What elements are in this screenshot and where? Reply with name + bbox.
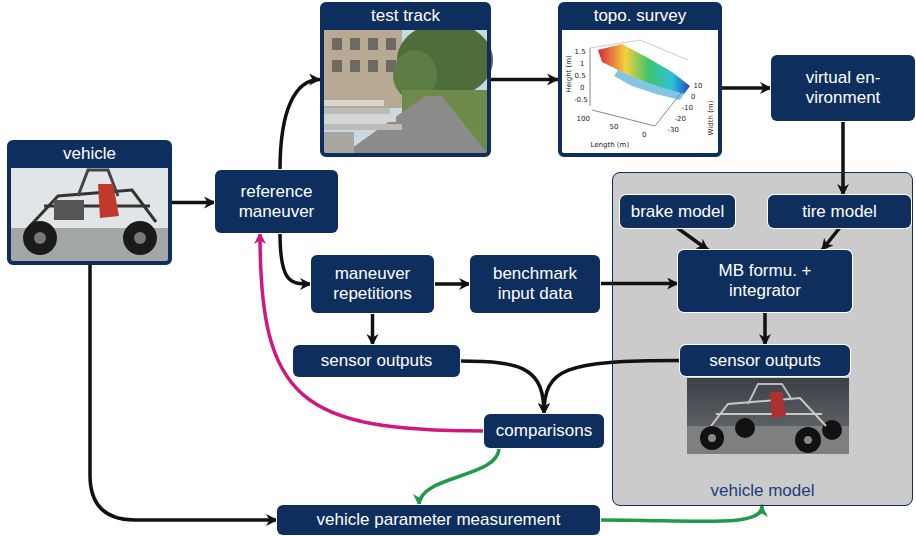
axis-label: 100: [577, 115, 590, 123]
node-label: MB formu. + integrator: [684, 261, 846, 301]
process-box: benchmark input data: [470, 255, 600, 313]
flow-arrow: [371, 313, 375, 345]
node-label: virtual en- vironment: [777, 68, 909, 108]
axis-label: 0: [691, 93, 695, 101]
node-label: sensor outputs: [321, 351, 433, 371]
photo-box: test track: [320, 2, 491, 157]
process-box: sensor outputs: [680, 345, 850, 376]
process-box: tire model: [768, 195, 911, 228]
flow-arrow: [419, 448, 499, 505]
flow-arrow: [460, 361, 544, 414]
process-box: maneuver repetitions: [311, 255, 434, 313]
axis-label: 50: [610, 123, 619, 131]
flow-arrow: [260, 233, 484, 431]
node-label: tire model: [802, 202, 877, 222]
node-label: topo. survey: [562, 6, 718, 30]
topo-plot: [562, 28, 718, 153]
flow-arrow: [678, 228, 709, 250]
panel-ground: [612, 172, 913, 506]
axis-label: -30: [668, 126, 679, 134]
node-label: benchmark input data: [476, 264, 594, 304]
process-box: virtual en- vironment: [771, 55, 915, 121]
flow-arrow: [722, 86, 771, 90]
axis-label: Length (m): [591, 141, 630, 149]
process-box: sensor outputs: [293, 345, 460, 377]
node-label: maneuver repetitions: [317, 264, 428, 304]
flow-arrow: [280, 80, 320, 171]
flow-arrow: [600, 506, 762, 521]
flow-arrow: [763, 312, 767, 345]
flow-arrow: [491, 78, 558, 82]
track-photo: [324, 22, 493, 153]
vehicle-render: [687, 378, 849, 454]
axis-label: 0.5: [575, 72, 586, 80]
vehicle-photo: [11, 166, 168, 261]
process-box: vehicle parameter measurement: [277, 505, 600, 535]
flow-arrow: [172, 201, 215, 205]
axis-label: 0: [580, 84, 584, 92]
axis-label: Height (m): [565, 55, 573, 93]
node-label: sensor outputs: [709, 351, 821, 371]
flow-arrow: [841, 121, 845, 195]
axis-label: 1: [580, 60, 584, 68]
axis-label: -20: [675, 115, 686, 123]
node-label: brake model: [631, 202, 725, 222]
process-box: comparisons: [484, 414, 604, 448]
node-label: vehicle parameter measurement: [317, 510, 561, 530]
node-label: test track: [324, 6, 487, 30]
process-box: brake model: [620, 195, 735, 228]
model-panel: vehicle model brake model tire model MB for…: [612, 172, 913, 506]
axis-label: 1.5: [575, 48, 586, 56]
axis-label: -0.5: [574, 96, 588, 104]
process-box: MB formu. + integrator: [678, 250, 852, 312]
panel-title: vehicle model: [711, 481, 815, 501]
flow-arrow: [280, 233, 311, 284]
node-label: reference maneuver: [221, 182, 332, 222]
axis-label: 10: [694, 82, 703, 90]
photo-box: vehicle: [7, 140, 172, 265]
process-box: reference maneuver: [215, 170, 338, 233]
flow-arrow: [822, 228, 840, 250]
node-label: comparisons: [496, 421, 592, 441]
flow-arrow: [434, 282, 470, 286]
axis-label: Width (m): [707, 101, 715, 136]
axis-label: -10: [682, 104, 693, 112]
flow-arrow: [90, 265, 277, 520]
node-label: vehicle: [11, 144, 168, 168]
axis-label: 0: [642, 131, 646, 139]
